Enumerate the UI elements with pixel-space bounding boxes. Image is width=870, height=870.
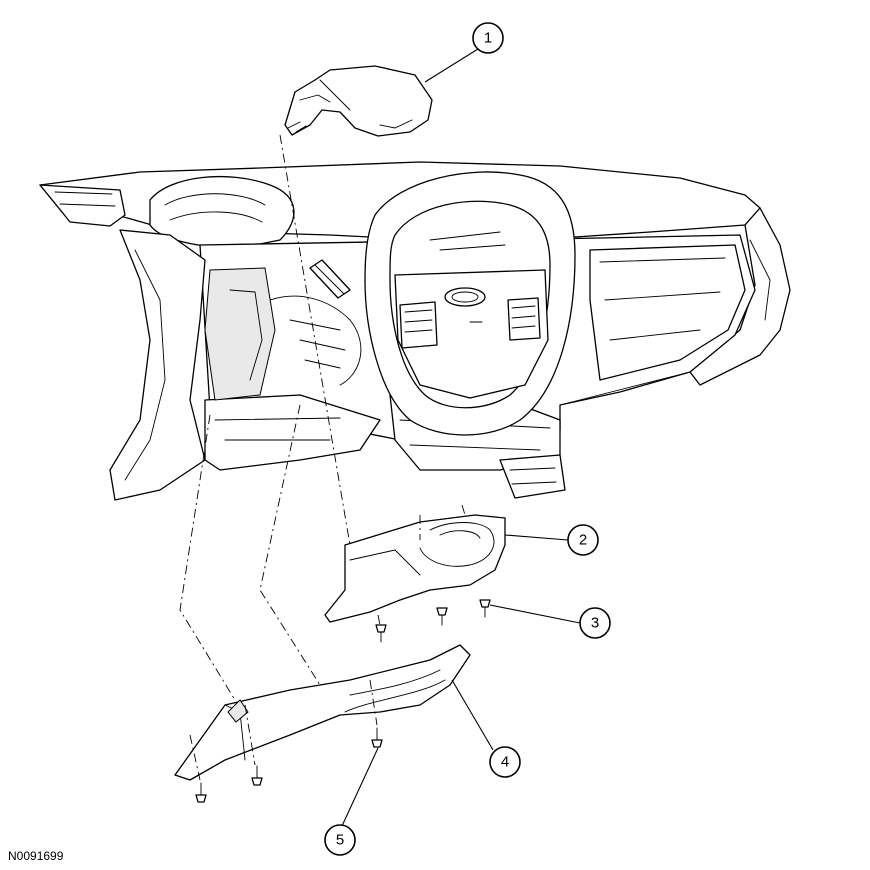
alignment-lines — [179, 134, 466, 781]
callout-2: 2 — [567, 524, 599, 556]
callout-number-2: 2 — [579, 532, 587, 549]
screws — [195, 599, 491, 803]
lower-instrument-panel-trim — [174, 644, 471, 781]
callout-number-3: 3 — [591, 615, 599, 632]
callout-3: 3 — [579, 607, 611, 639]
callout-5: 5 — [324, 824, 356, 856]
callout-number-1: 1 — [484, 30, 492, 47]
steering-wheel — [364, 171, 576, 436]
screw-3c — [479, 599, 491, 618]
leader-3 — [489, 604, 581, 624]
upper-steering-column-shroud — [284, 65, 433, 137]
callout-number-4: 4 — [501, 754, 509, 771]
screw-5c — [371, 727, 383, 748]
screw-5b — [251, 765, 263, 786]
lower-steering-column-shroud — [324, 514, 506, 623]
leader-4 — [451, 679, 494, 751]
callout-number-5: 5 — [336, 832, 344, 849]
leader-5 — [341, 747, 379, 827]
screw-3b — [436, 607, 448, 626]
leader-lines — [341, 48, 581, 827]
leader-1 — [424, 48, 479, 83]
screw-3a — [375, 624, 387, 643]
callout-4: 4 — [489, 746, 521, 778]
figure-id-label: N0091699 — [8, 849, 64, 863]
leader-2 — [504, 534, 569, 541]
screw-5a — [195, 782, 207, 803]
callout-1: 1 — [472, 22, 504, 54]
